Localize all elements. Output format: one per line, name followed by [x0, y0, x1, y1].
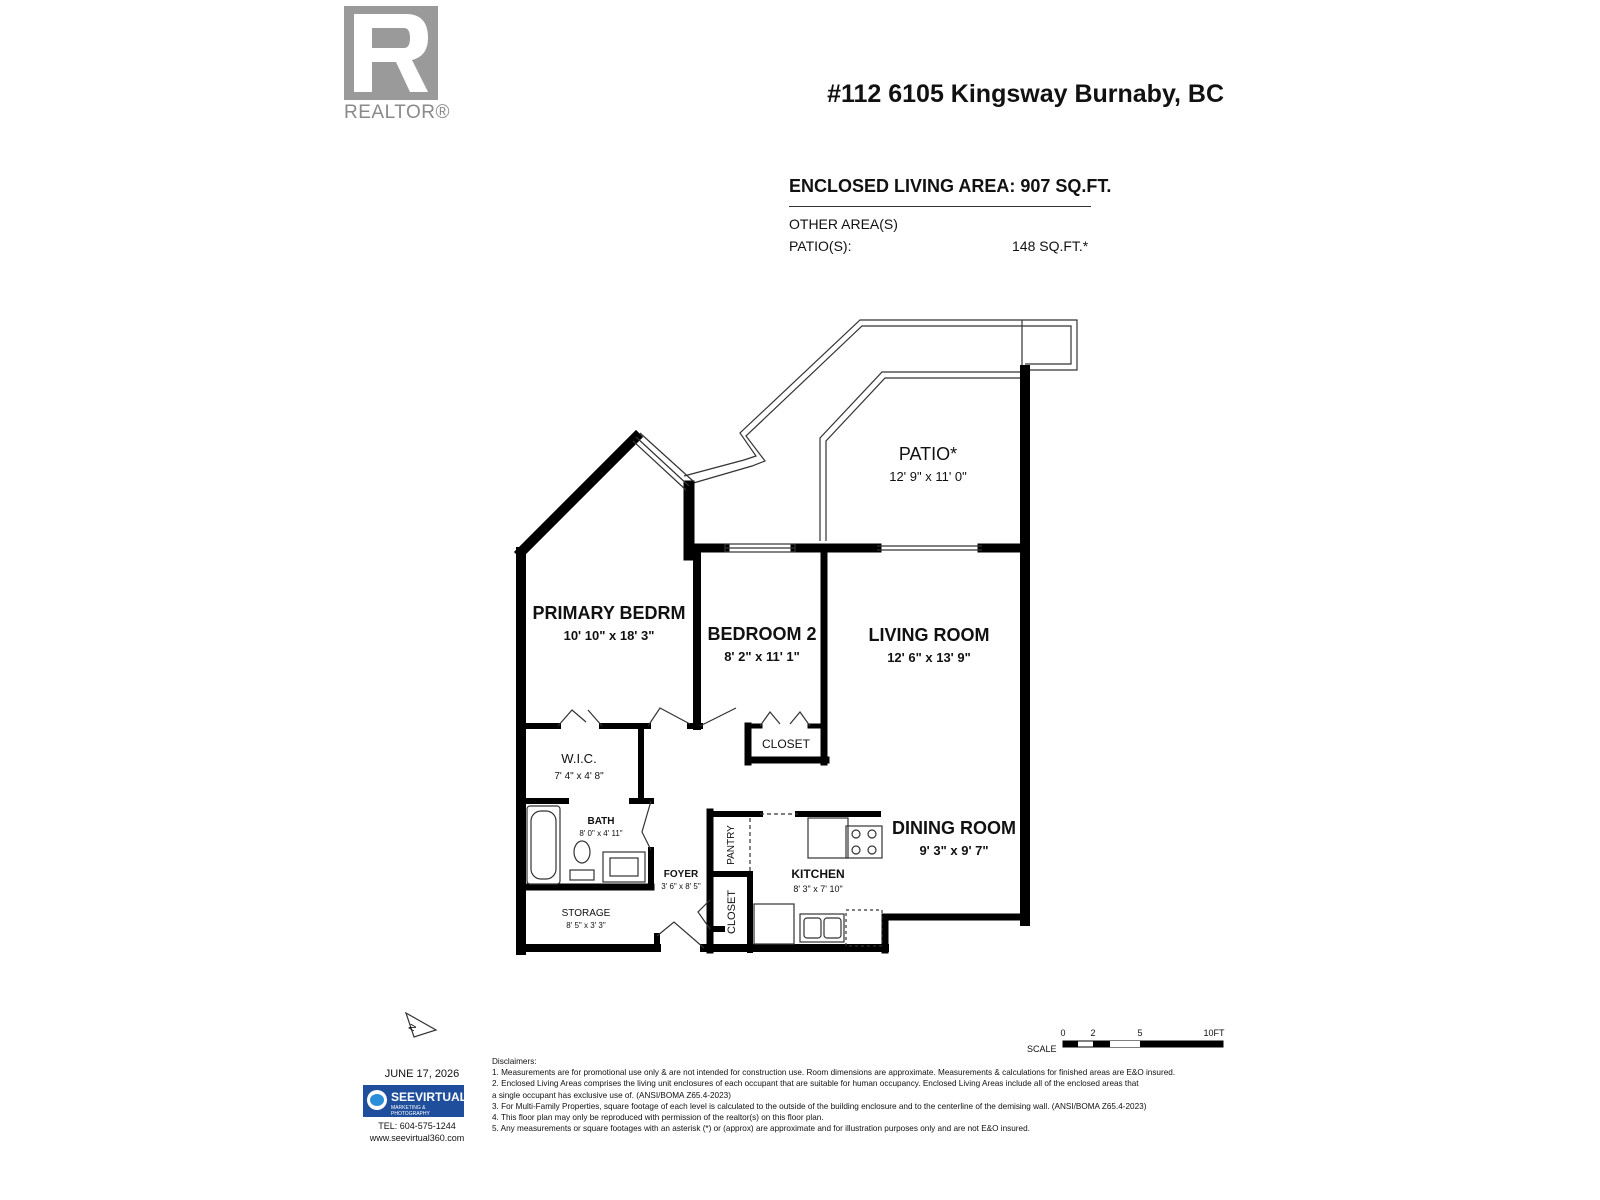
walls — [513, 365, 1030, 955]
plan-date: JUNE 17, 2026 — [384, 1068, 460, 1080]
sink-icon — [799, 913, 845, 943]
storage-dims: 8' 5" x 3' 3" — [566, 921, 606, 930]
property-address: #112 6105 Kingsway Burnaby, BC — [827, 80, 1224, 108]
company-website: www.seevirtual360.com — [369, 1133, 465, 1143]
compass-letter: N — [406, 1022, 418, 1033]
storage-name: STORAGE — [562, 908, 611, 919]
patio-name: PATIO* — [899, 444, 957, 464]
kitchen-name: KITCHEN — [791, 867, 844, 881]
realtor-logo-mark — [344, 6, 438, 100]
wic-dims: 7' 4" x 4' 8" — [554, 771, 604, 782]
openings — [557, 432, 982, 949]
realtor-logo: REALTOR® — [344, 6, 454, 126]
seevirtual-name: SEEVIRTUAL — [391, 1090, 468, 1104]
primary-bedroom-name: PRIMARY BEDRM — [532, 603, 685, 623]
patio-outline — [683, 319, 1078, 541]
stove-icon — [845, 825, 883, 859]
other-areas-label: OTHER AREA(S) — [789, 216, 898, 232]
scale-bar: 0 2 5 10FT — [1060, 1028, 1225, 1048]
primary-bedroom-dims: 10' 10" x 18' 3" — [564, 628, 655, 643]
patio-area-value: 148 SQ.FT.* — [1012, 238, 1089, 254]
disclaimer-line: a single occupant has exclusive use of. … — [492, 1090, 731, 1100]
foyer-name: FOYER — [664, 869, 699, 880]
scale-label: SCALE — [1027, 1044, 1057, 1054]
bedroom-2-name: BEDROOM 2 — [707, 624, 816, 644]
seevirtual-logo: SEEVIRTUAL MARKETING & PHOTOGRAPHY — [363, 1085, 468, 1117]
dining-room-dims: 9' 3" x 9' 7" — [919, 843, 988, 858]
patio-dims: 12' 9" x 11' 0" — [889, 469, 967, 484]
fixtures — [526, 805, 883, 947]
company-phone: TEL: 604-575-1244 — [378, 1121, 456, 1131]
disclaimers: Disclaimers: 1. Measurements are for pro… — [492, 1056, 1252, 1134]
compass-icon: N — [404, 1011, 438, 1038]
dining-room-name: DINING ROOM — [892, 818, 1016, 838]
room-labels: PATIO* 12' 9" x 11' 0" PRIMARY BEDRM 10'… — [532, 444, 1016, 934]
disclaimer-line: 5. Any measurements or square footages w… — [492, 1124, 1030, 1134]
enclosed-living-area: ENCLOSED LIVING AREA: 907 SQ.FT. — [789, 176, 1112, 196]
wic-name: W.I.C. — [561, 751, 596, 766]
disclaimer-line: 1. Measurements are for promotional use … — [492, 1068, 1176, 1078]
realtor-logo-text: REALTOR® — [344, 102, 450, 123]
kitchen-dims: 8' 3" x 7' 10" — [793, 884, 842, 894]
foyer-dims: 3' 6" x 8' 5" — [661, 882, 701, 891]
disclaimer-line: 3. For Multi-Family Properties, square f… — [492, 1101, 1147, 1111]
living-room-name: LIVING ROOM — [869, 625, 990, 645]
bath-dims: 8' 0" x 4' 11" — [579, 829, 622, 838]
scale-tick-5: 5 — [1137, 1028, 1142, 1038]
scale-tick-2: 2 — [1090, 1028, 1095, 1038]
vanity-icon — [602, 851, 646, 883]
bathtub-icon — [526, 805, 561, 885]
disclaimer-line: 2. Enclosed Living Areas comprises the l… — [492, 1079, 1139, 1089]
toilet-icon — [573, 840, 591, 864]
scale-tick-10: 10FT — [1203, 1028, 1225, 1038]
area-divider — [789, 206, 1091, 207]
bedroom-2-dims: 8' 2" x 11' 1" — [724, 649, 800, 664]
patio-area-label: PATIO(S): — [789, 238, 852, 254]
seevirtual-tagline: MARKETING & PHOTOGRAPHY — [391, 1105, 430, 1117]
bath-name: BATH — [587, 816, 614, 827]
disclaimers-heading: Disclaimers: — [492, 1057, 537, 1066]
living-room-dims: 12' 6" x 13' 9" — [887, 650, 971, 665]
scale-tick-0: 0 — [1060, 1028, 1065, 1038]
pantry-name: PANTRY — [726, 825, 737, 865]
entry-closet-name: CLOSET — [726, 890, 738, 934]
counter-icon — [807, 817, 849, 859]
bedroom-2-closet-name: CLOSET — [762, 737, 811, 751]
disclaimer-line: 4. This floor plan may only be reproduce… — [492, 1113, 824, 1123]
